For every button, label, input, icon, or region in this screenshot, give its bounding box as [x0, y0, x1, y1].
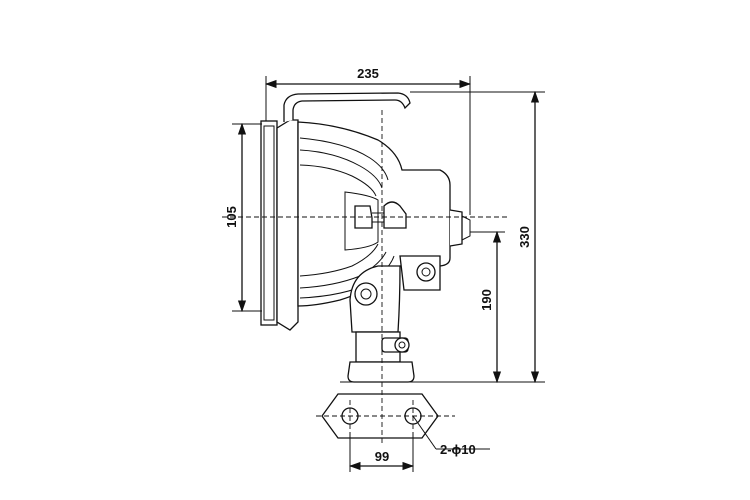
dim-330-label: 330	[517, 226, 532, 248]
bulb-right	[383, 201, 407, 229]
carry-handle	[283, 92, 411, 122]
rear-cap	[449, 209, 463, 247]
adjust-nut	[416, 262, 436, 282]
dim-190-label: 190	[479, 289, 494, 311]
dim-105-label: 105	[224, 206, 239, 228]
dimension-lines	[237, 79, 540, 471]
dimension-labels: 235 330 105 190 99 2-ϕ10	[224, 66, 532, 464]
bulb-left	[354, 205, 373, 229]
hole-callout-label: 2-ϕ10	[440, 442, 476, 457]
pivot-bracket	[347, 255, 441, 383]
hole-leader	[412, 415, 437, 450]
dim-99-label: 99	[375, 449, 389, 464]
lens-rim	[260, 120, 278, 326]
dim-235-label: 235	[357, 66, 379, 81]
bezel	[276, 119, 299, 331]
pivot-boss	[354, 282, 378, 306]
extension-lines	[232, 76, 545, 472]
base-flange	[347, 361, 415, 383]
